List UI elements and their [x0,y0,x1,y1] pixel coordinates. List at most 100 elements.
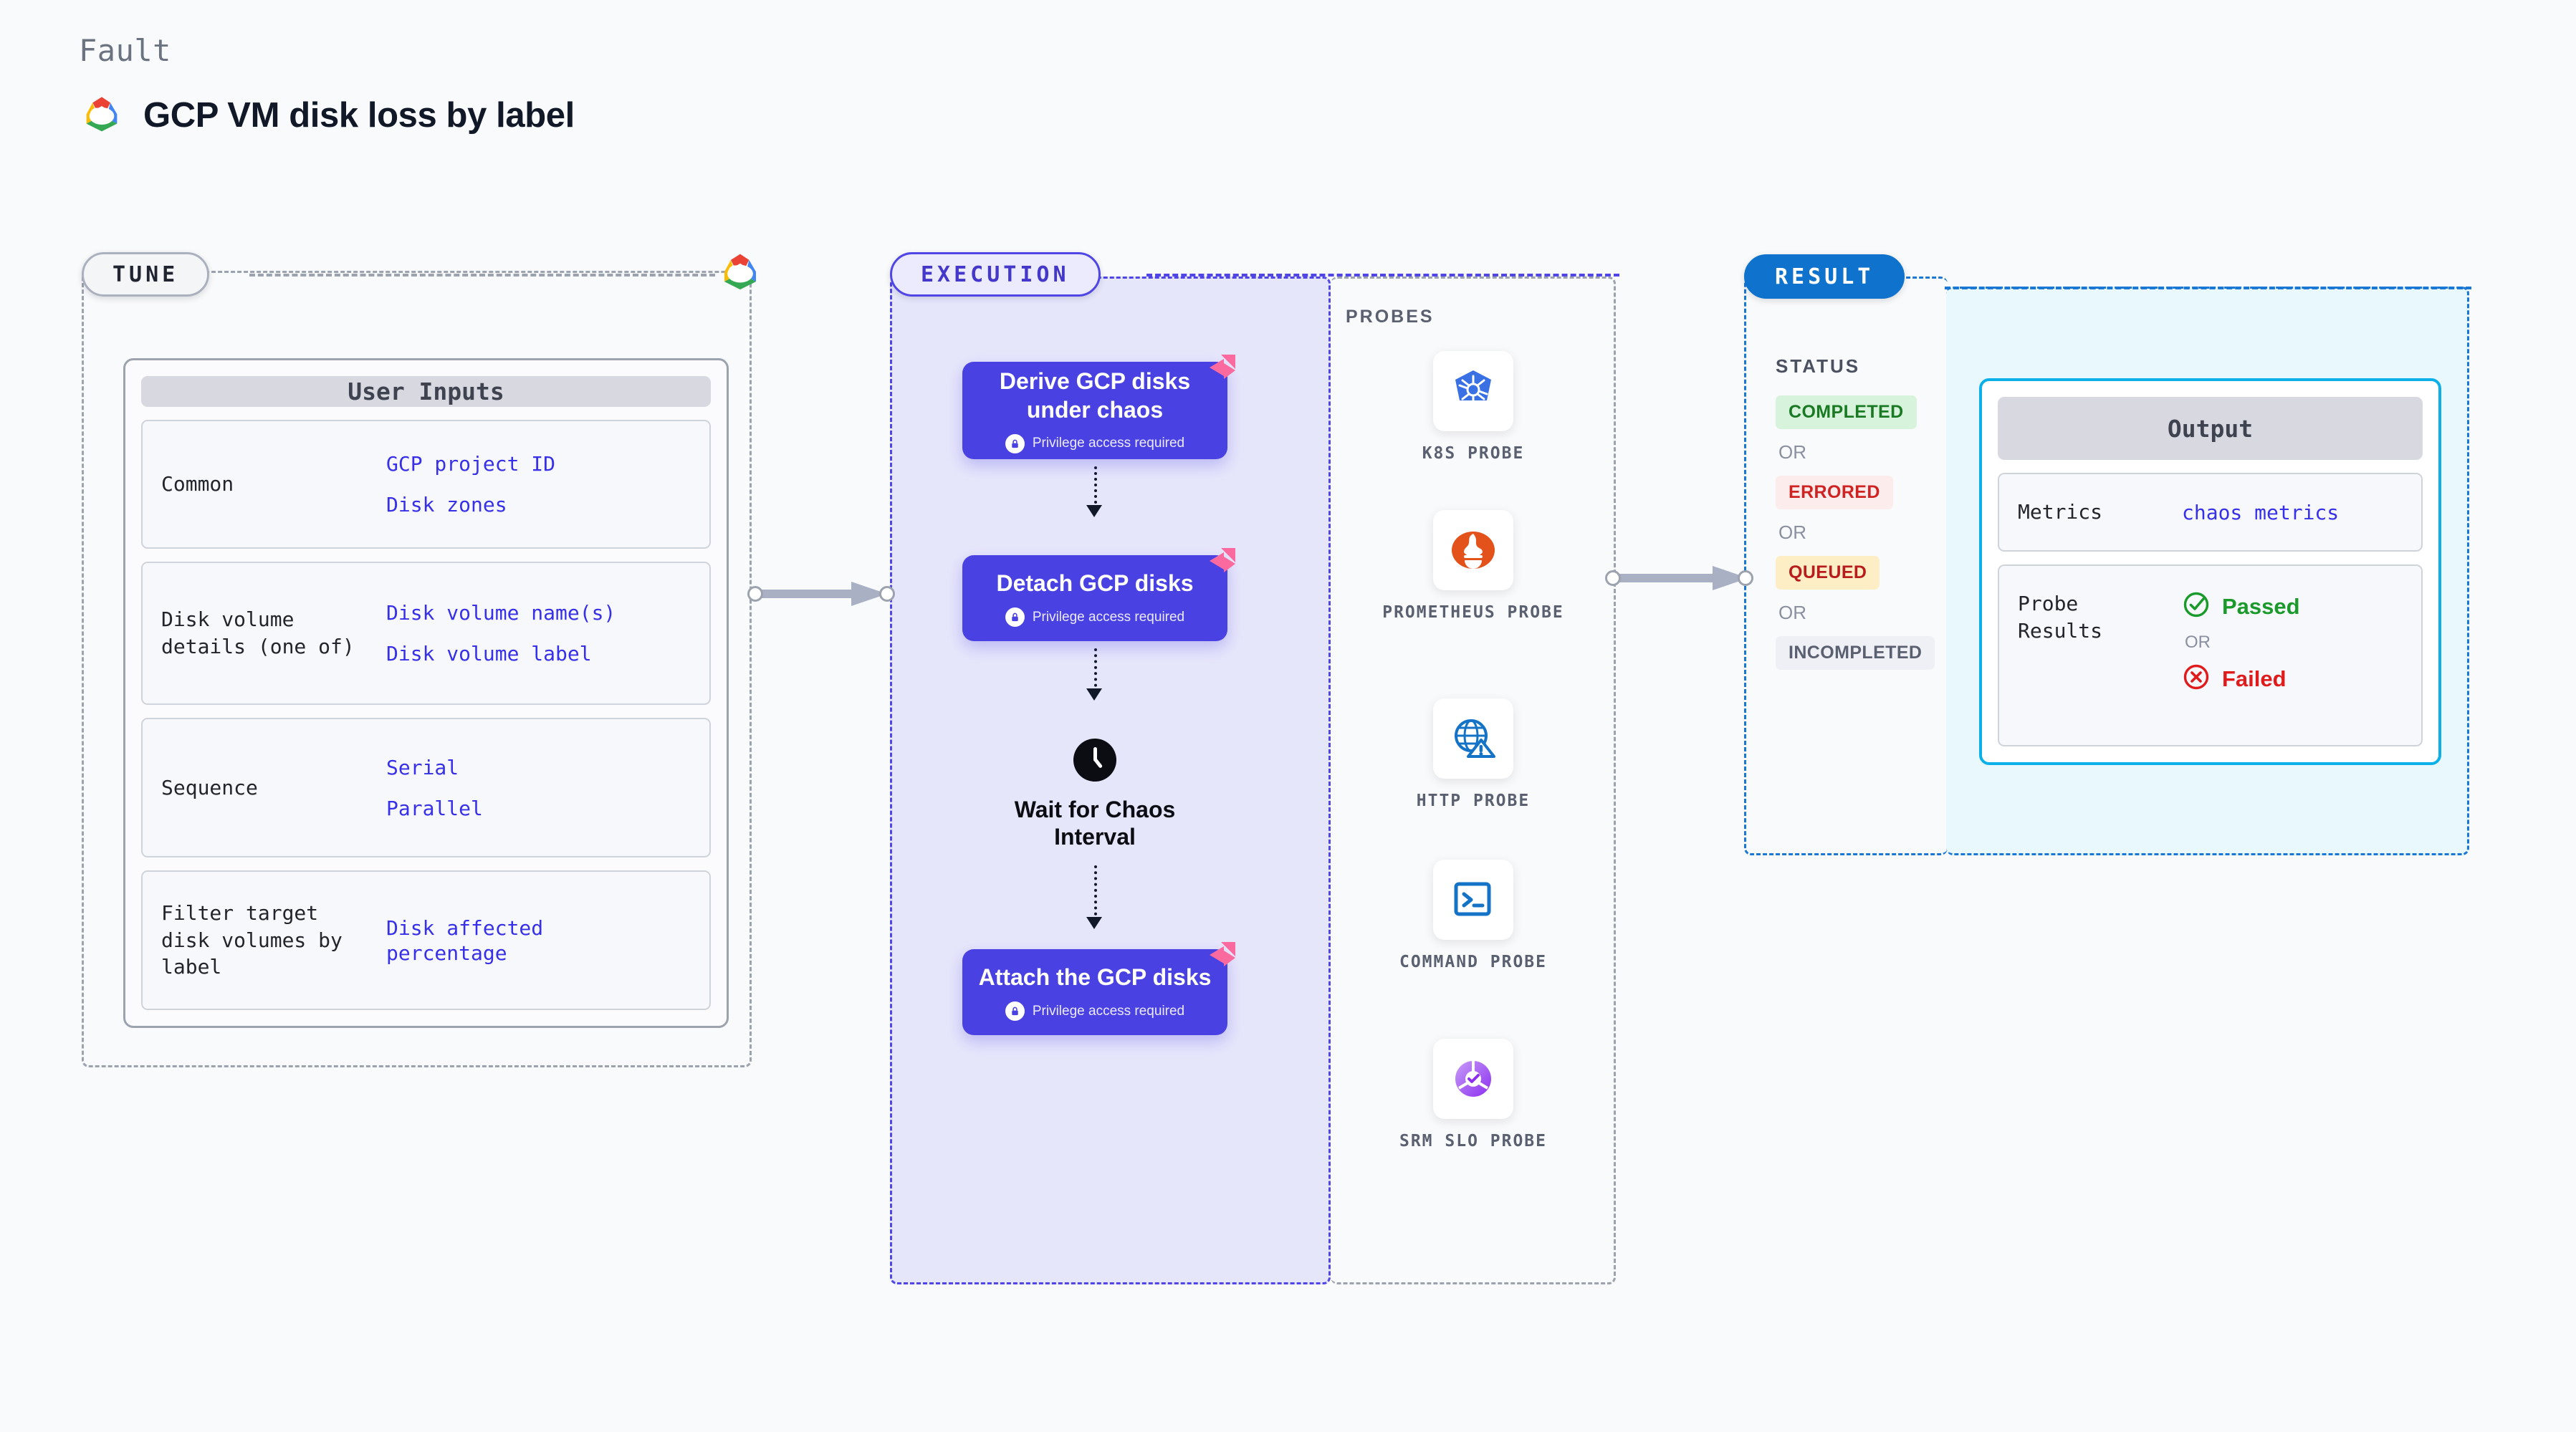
step-privilege-note: Privilege access required [1005,607,1184,628]
tune-row-values: Serial Parallel [386,755,483,821]
execution-step-attach-disks[interactable]: Attach the GCP disks Privilege access re… [962,942,1235,1035]
output-card-title: Output [1998,397,2423,460]
execution-step-detach-disks[interactable]: Detach GCP disks Privilege access requir… [962,548,1235,641]
probe-http[interactable]: HTTP PROBE [1380,698,1566,812]
step-title: Detach GCP disks [996,570,1194,596]
flow-arrow-head-3 [1086,917,1102,929]
tune-pill-connector [249,274,715,277]
tune-row-values: GCP project ID Disk zones [386,451,555,517]
terminal-icon [1433,860,1513,940]
step-title: Derive GCP disks under chaos [999,368,1191,423]
tune-row-value[interactable]: Serial [386,755,459,779]
page-title-row: GCP VM disk loss by label [79,93,575,137]
kubernetes-icon [1433,351,1513,431]
user-inputs-title: User Inputs [141,376,711,407]
connector-tune-to-execution [750,582,893,606]
tune-row-values: Disk volume name(s) Disk volume label [386,600,616,666]
flow-arrow-head-1 [1086,505,1102,517]
probe-label: PROMETHEUS PROBE [1382,603,1564,622]
result-pill-connector [1945,287,2471,289]
connector-node-right [879,586,895,602]
lock-icon [1005,607,1025,628]
probe-label: K8S PROBE [1422,444,1525,463]
status-or: OR [1778,522,1806,543]
tune-pill-label: TUNE [112,261,179,287]
probe-result-or: OR [2185,633,2211,652]
tune-row-key: Common [161,472,234,496]
status-badge-incompleted[interactable]: INCOMPLETED [1776,636,1935,670]
execution-pill[interactable]: EXECUTION [890,252,1101,297]
tune-row-disk-volume-details[interactable]: Disk volume details (one of) Disk volume… [141,562,711,705]
http-globe-warning-icon [1433,698,1513,779]
flow-arrow-1 [1094,466,1097,509]
probes-title: PROBES [1346,307,1435,327]
status-or: OR [1778,441,1806,463]
tune-row-value[interactable]: Disk volume name(s) [386,601,616,625]
result-pill[interactable]: RESULT [1744,254,1905,299]
tune-row-key: Sequence [161,775,258,799]
wait-for-chaos-interval: Wait for Chaos Interval [1005,738,1184,851]
google-cloud-logo-icon [79,93,125,137]
status-title: STATUS [1776,355,1861,377]
tune-row-filter-by-label[interactable]: Filter target disk volumes by label Disk… [141,870,711,1010]
litmus-badge-icon [1202,936,1242,976]
output-metrics-key: Metrics [2018,500,2103,524]
step-privilege-label: Privilege access required [1032,436,1185,451]
tune-row-value[interactable]: Parallel [386,796,483,820]
flow-arrow-2 [1094,648,1097,693]
probe-label: COMMAND PROBE [1399,953,1547,971]
step-title: Attach the GCP disks [978,964,1212,990]
connector-node-left [1605,570,1621,586]
status-list: COMPLETED OR ERRORED OR QUEUED OR INCOMP… [1776,395,1935,670]
lock-icon [1005,1001,1025,1022]
step-privilege-label: Privilege access required [1032,1003,1185,1019]
step-privilege-note: Privilege access required [1005,433,1185,453]
tune-row-value[interactable]: GCP project ID [386,452,556,476]
prometheus-icon [1433,510,1513,590]
output-row-probe-results: Probe Results Passed OR [1998,564,2423,746]
execution-step-derive-disks[interactable]: Derive GCP disks under chaos Privilege a… [962,355,1235,459]
tune-row-key: Disk volume details (one of) [161,607,355,658]
status-badge-completed[interactable]: COMPLETED [1776,395,1917,429]
check-circle-icon [2182,590,2211,623]
execution-pill-label: EXECUTION [921,261,1070,287]
lock-icon [1005,433,1025,453]
tune-row-sequence[interactable]: Sequence Serial Parallel [141,718,711,857]
connector-node-right [1738,570,1753,586]
output-card: Output Metrics chaos metrics Probe Resul… [1979,378,2441,765]
tune-provider-icon [717,249,764,296]
status-badge-errored[interactable]: ERRORED [1776,476,1893,509]
probe-label: SRM SLO PROBE [1399,1132,1547,1150]
probe-srm-slo[interactable]: SRM SLO PROBE [1380,1039,1566,1153]
tune-pill[interactable]: TUNE [82,252,210,297]
tune-row-values: Disk affected percentage [386,916,565,966]
user-inputs-card: User Inputs Common GCP project ID Disk z… [123,358,729,1028]
litmus-badge-icon [1202,542,1242,582]
status-badge-queued[interactable]: QUEUED [1776,556,1880,590]
output-metrics-value[interactable]: chaos metrics [2182,500,2340,524]
output-row-metrics[interactable]: Metrics chaos metrics [1998,473,2423,552]
tune-row-common[interactable]: Common GCP project ID Disk zones [141,420,711,549]
tune-row-key: Filter target disk volumes by label [161,901,343,979]
probe-command[interactable]: COMMAND PROBE [1380,860,1566,974]
clock-icon [1073,738,1117,786]
flow-arrow-3 [1094,865,1097,921]
tune-row-value[interactable]: Disk affected percentage [386,916,544,965]
litmus-badge-icon [1202,349,1242,389]
result-pill-label: RESULT [1775,264,1874,289]
output-probe-results-values: Passed OR Failed [2182,590,2300,695]
connector-node-left [747,586,763,602]
probe-failed-label: Failed [2222,665,2287,691]
tune-row-value[interactable]: Disk volume label [386,642,592,665]
status-or: OR [1778,602,1806,623]
probe-label: HTTP PROBE [1416,792,1531,810]
probe-k8s[interactable]: K8S PROBE [1380,351,1566,465]
step-privilege-note: Privilege access required [1005,1001,1185,1022]
probe-prometheus[interactable]: PROMETHEUS PROBE [1380,510,1566,624]
probe-result-failed: Failed [2182,663,2300,695]
output-probe-results-key: Probe Results [2018,592,2103,643]
tune-row-value[interactable]: Disk zones [386,493,507,516]
page-eyebrow: Fault [79,33,171,68]
flow-arrow-head-2 [1086,688,1102,701]
connector-execution-to-result [1611,566,1754,590]
